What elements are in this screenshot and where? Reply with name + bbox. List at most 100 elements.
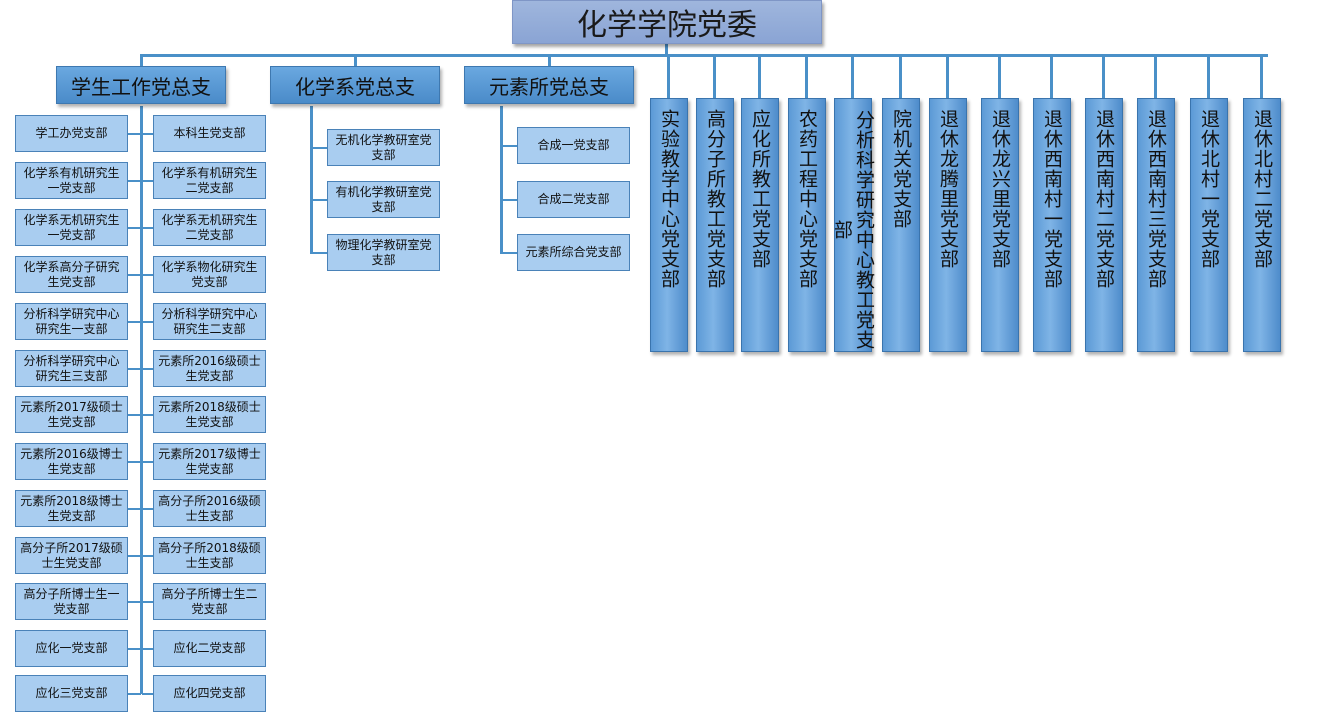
chem-branch: 有机化学教研室党支部 [327,181,440,218]
student-right-tick [142,648,154,650]
vertical-branch: 退休西南村三党支部 [1137,98,1175,352]
student-right-tick [142,368,154,370]
vertical-branch: 退休龙腾里党支部 [929,98,967,352]
student-right-tick [142,414,154,416]
element-branch: 合成二党支部 [517,181,630,218]
vertical-drop [1050,54,1053,99]
student-right-branch: 化学系物化研究生党支部 [153,256,266,293]
student-left-branch: 高分子所博士生一党支部 [15,583,128,620]
vertical-drop [946,54,949,99]
student-left-branch: 化学系有机研究生一党支部 [15,162,128,199]
student-work-general-branch: 学生工作党总支 [56,66,226,104]
top-stem [665,44,668,56]
drop-student [140,54,143,68]
student-left-branch: 元素所2018级博士生党支部 [15,490,128,527]
element-branch: 元素所综合党支部 [517,234,630,271]
student-left-tick [128,180,141,182]
student-right-tick [142,601,154,603]
student-spine [140,106,143,694]
student-right-branch: 高分子所2018级硕士生支部 [153,537,266,574]
vertical-branch-label: 农药工程中心党支部 [796,109,818,289]
student-right-branch: 分析科学研究中心研究生二支部 [153,303,266,340]
vertical-branch: 高分子所教工党支部 [696,98,734,352]
vertical-branch: 退休西南村一党支部 [1033,98,1071,352]
vertical-branch-label: 退休龙腾里党支部 [937,109,959,269]
student-right-tick [142,180,154,182]
party-committee-title: 化学学院党委 [512,0,822,44]
vertical-drop [998,54,1001,99]
drop-chem [354,54,357,68]
vertical-drop [1102,54,1105,99]
element-tick [501,145,518,147]
vertical-branch-label: 实验教学中心党支部 [658,109,680,289]
student-left-tick [128,227,141,229]
vertical-branch-label: 分析科学研究中心教工党支部 [831,110,875,350]
chem-branch: 无机化学教研室党支部 [327,129,440,166]
chemistry-dept-general-branch: 化学系党总支 [270,66,440,104]
vertical-branch: 退休龙兴里党支部 [981,98,1019,352]
student-right-tick [142,555,154,557]
student-left-tick [128,648,141,650]
student-right-branch: 元素所2017级博士生党支部 [153,443,266,480]
student-right-tick [142,461,154,463]
student-right-branch: 高分子所2016级硕士生支部 [153,490,266,527]
student-left-tick [128,555,141,557]
element-branch: 合成一党支部 [517,127,630,164]
vertical-drop [899,54,902,99]
student-right-tick [142,508,154,510]
student-left-branch: 元素所2017级硕士生党支部 [15,396,128,433]
vertical-branch: 退休北村二党支部 [1243,98,1281,352]
vertical-branch-label: 退休龙兴里党支部 [989,109,1011,269]
student-left-tick [128,274,141,276]
vertical-branch-label: 院机关党支部 [890,109,912,229]
element-tick [501,252,518,254]
vertical-branch-label: 应化所教工党支部 [749,109,771,269]
student-right-tick [142,274,154,276]
student-left-tick [128,461,141,463]
vertical-drop [1154,54,1157,99]
student-left-branch: 分析科学研究中心研究生三支部 [15,350,128,387]
student-left-tick [128,368,141,370]
vertical-branch-label: 退休西南村二党支部 [1093,109,1115,289]
vertical-drop [1207,54,1210,99]
student-left-branch: 化学系无机研究生一党支部 [15,209,128,246]
student-right-tick [142,321,154,323]
student-right-branch: 元素所2016级硕士生党支部 [153,350,266,387]
vertical-branch: 农药工程中心党支部 [788,98,826,352]
vertical-branch-label: 高分子所教工党支部 [704,109,726,289]
chem-spine [310,106,313,254]
vertical-branch: 退休西南村二党支部 [1085,98,1123,352]
vertical-drop [805,54,808,99]
student-left-branch: 应化一党支部 [15,630,128,667]
main-horizontal-line [140,54,1268,57]
student-right-branch: 应化四党支部 [153,675,266,712]
student-left-branch: 元素所2016级博士生党支部 [15,443,128,480]
vertical-branch: 分析科学研究中心教工党支部 [831,98,875,352]
chem-tick [311,147,328,149]
student-right-branch: 高分子所博士生二党支部 [153,583,266,620]
vertical-branch: 院机关党支部 [882,98,920,352]
vertical-branch: 应化所教工党支部 [741,98,779,352]
vertical-drop [851,54,854,99]
student-left-tick [128,133,141,135]
student-left-branch: 高分子所2017级硕士生党支部 [15,537,128,574]
student-left-branch: 应化三党支部 [15,675,128,712]
chem-tick [311,199,328,201]
student-right-tick [142,693,154,695]
student-right-branch: 元素所2018级硕士生党支部 [153,396,266,433]
student-right-tick [142,227,154,229]
student-left-branch: 化学系高分子研究生党支部 [15,256,128,293]
vertical-branch: 退休北村一党支部 [1190,98,1228,352]
chem-branch: 物理化学教研室党支部 [327,234,440,271]
element-tick [501,199,518,201]
vertical-branch-label: 退休西南村三党支部 [1145,109,1167,289]
student-left-branch: 学工办党支部 [15,115,128,152]
vertical-drop [713,54,716,99]
student-left-tick [128,414,141,416]
drop-element [548,54,551,68]
element-institute-general-branch: 元素所党总支 [464,66,634,104]
student-right-branch: 化学系无机研究生二党支部 [153,209,266,246]
vertical-branch-label: 退休西南村一党支部 [1041,109,1063,289]
student-left-tick [128,321,141,323]
student-left-branch: 分析科学研究中心研究生一支部 [15,303,128,340]
